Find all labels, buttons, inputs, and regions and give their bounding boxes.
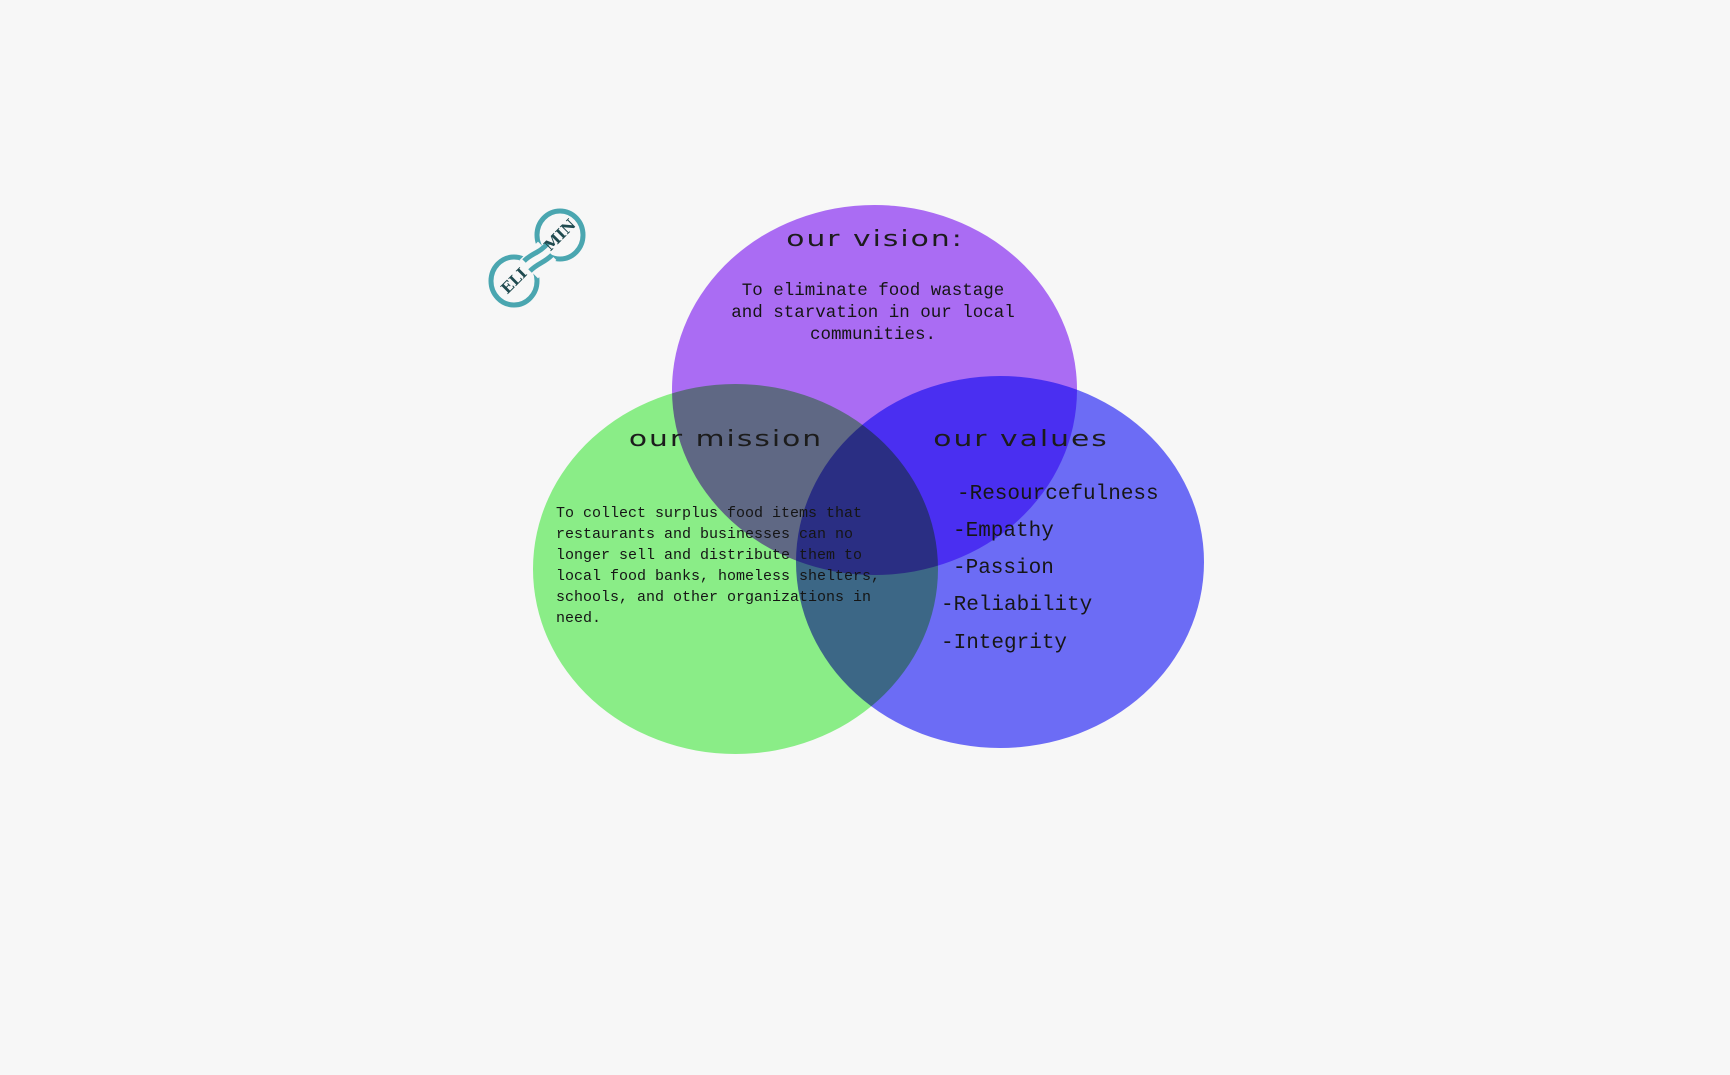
mission-text: To collect surplus food items that resta… [556, 505, 881, 627]
value-item: -Empathy [953, 520, 1054, 543]
values-heading: our values [933, 427, 1109, 452]
value-item: -Resourcefulness [957, 483, 1159, 506]
values-circle [796, 376, 1204, 748]
vision-text: To eliminate food wastage and starvation… [731, 281, 1015, 345]
mission-heading: our mission [628, 427, 824, 452]
elimin-logo: ELI MIN [488, 207, 588, 311]
value-item: -Passion [953, 557, 1054, 580]
infinity-logo-icon: ELI MIN [488, 208, 586, 308]
value-item: -Integrity [941, 632, 1068, 655]
value-item: -Reliability [941, 594, 1093, 617]
vision-heading: our vision: [786, 227, 964, 252]
